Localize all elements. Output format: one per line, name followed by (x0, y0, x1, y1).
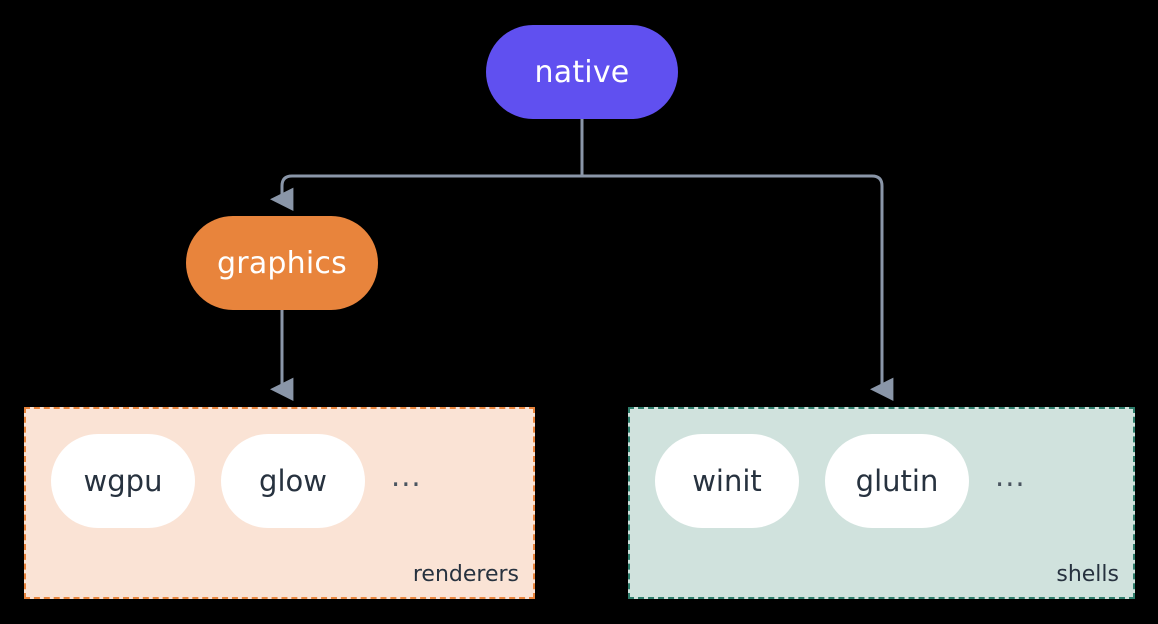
pill-glow-label: glow (259, 464, 327, 498)
pill-wgpu[interactable]: wgpu (51, 434, 195, 528)
node-graphics-label: graphics (217, 245, 347, 281)
edge-native-to-shells (580, 119, 894, 402)
shells-overflow-ellipsis: ... (995, 459, 1026, 493)
edge-native-to-graphics (270, 119, 584, 212)
node-native[interactable]: native (486, 25, 678, 119)
pill-wgpu-label: wgpu (83, 464, 163, 498)
node-native-label: native (534, 54, 630, 90)
pill-glutin-label: glutin (855, 464, 939, 498)
group-shells: winit glutin ... shells (628, 407, 1135, 599)
renderers-overflow-ellipsis: ... (391, 459, 422, 493)
pill-glutin[interactable]: glutin (825, 434, 969, 528)
pill-glow[interactable]: glow (221, 434, 365, 528)
group-renderers: wgpu glow ... renderers (24, 407, 535, 599)
node-graphics[interactable]: graphics (186, 216, 378, 310)
group-shells-items: winit glutin ... (630, 409, 1026, 528)
pill-winit[interactable]: winit (655, 434, 799, 528)
group-renderers-items: wgpu glow ... (26, 409, 422, 528)
group-shells-label: shells (1056, 562, 1119, 587)
pill-winit-label: winit (692, 464, 762, 498)
group-renderers-label: renderers (412, 562, 519, 587)
